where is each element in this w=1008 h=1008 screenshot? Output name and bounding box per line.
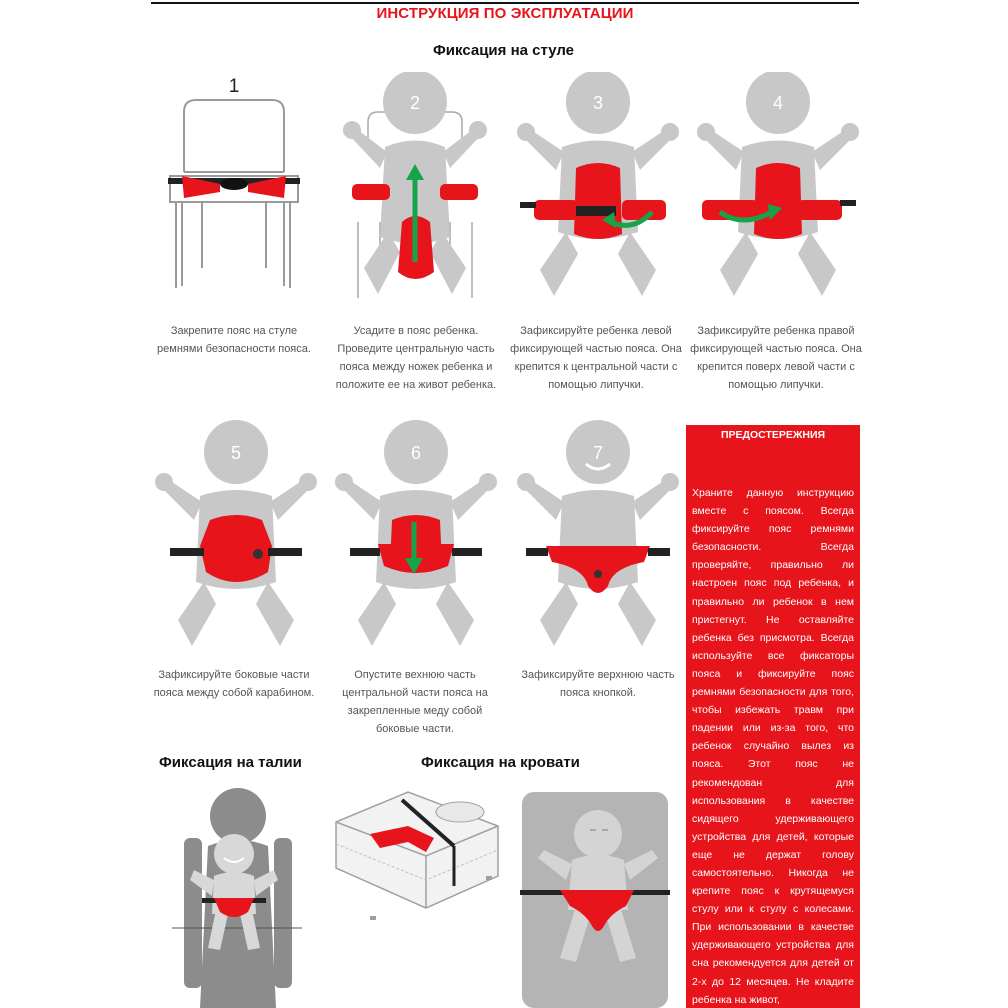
page-title: ИНСТРУКЦИЯ ПО ЭКСПЛУАТАЦИИ [376, 5, 634, 22]
step-2-baby-illustration: 2 [340, 72, 490, 312]
step-1-caption: Закрепите пояс на стуле ремнями безопасн… [157, 325, 311, 355]
section-heading-waist: Фиксация на талии [159, 754, 302, 771]
waist-fixation-illustration [172, 784, 302, 1008]
step-number-6: 6 [411, 443, 421, 463]
step-5-caption: Зафиксируйте боковые части пояса между с… [153, 669, 315, 699]
step-4-baby-illustration: 4 [694, 72, 862, 312]
step-number-7: 7 [593, 443, 603, 463]
step-3-caption: Зафиксируйте ребенка левой фиксирующей ч… [510, 325, 682, 391]
section-heading-bed: Фиксация на кровати [421, 754, 580, 771]
step-5-baby-illustration: 5 [150, 416, 320, 660]
warning-title: ПРЕДОСТЕРЕЖНИЯ [720, 429, 826, 441]
step-7-caption: Зафиксируйте верхнюю часть пояса кнопкой… [521, 669, 675, 699]
step-number-5: 5 [231, 443, 241, 463]
step-number-1: 1 [229, 76, 240, 97]
step-1-chair-illustration: 1 [162, 72, 308, 312]
bed-fixation-illustration-2 [520, 790, 670, 1008]
bed-fixation-illustration-1 [330, 786, 500, 920]
step-3-baby-illustration: 3 [514, 72, 682, 312]
step-2-caption: Усадите в пояс ребенка. Проведите центра… [335, 325, 497, 391]
top-rule [151, 2, 859, 4]
step-7-baby-illustration: 7 [512, 416, 684, 660]
step-6-baby-illustration: 6 [330, 416, 500, 660]
warning-text: Храните данную инструкцию вместе с поясо… [692, 487, 854, 1006]
step-number-2: 2 [410, 93, 420, 113]
section-heading-chair: Фиксация на стуле [433, 42, 575, 59]
step-4-caption: Зафиксируйте ребенка правой фиксирующей … [690, 325, 862, 391]
step-number-4: 4 [773, 93, 783, 113]
step-number-3: 3 [593, 93, 603, 113]
step-6-caption: Опустите вехнюю часть центральной части … [342, 669, 488, 735]
warning-panel: ПРЕДОСТЕРЕЖНИЯ Храните данную инструкцию… [686, 425, 860, 1008]
